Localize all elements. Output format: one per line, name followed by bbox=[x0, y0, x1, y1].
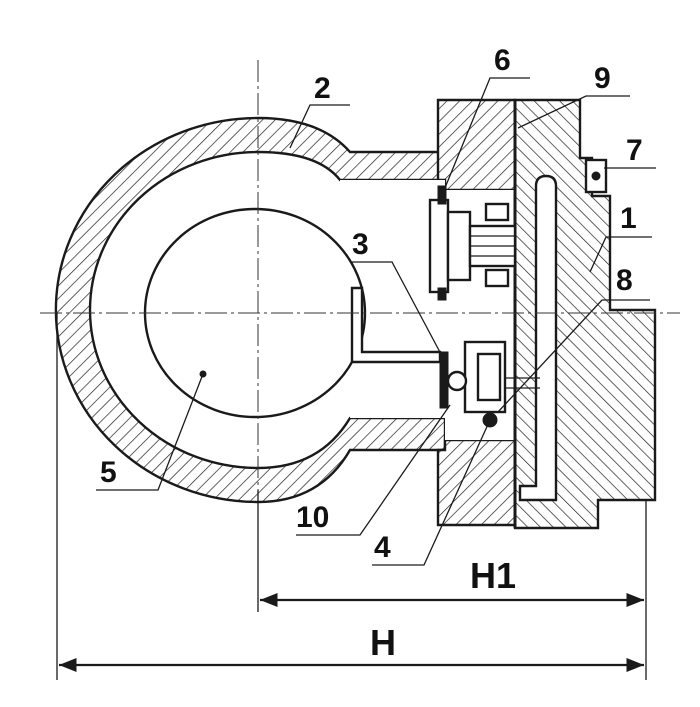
valve-seat-lower bbox=[439, 340, 540, 428]
valve-ball bbox=[446, 370, 468, 392]
part-number-4: 4 bbox=[374, 531, 391, 564]
callout-6: 6 bbox=[439, 44, 530, 201]
callout-1: 1 bbox=[589, 202, 652, 273]
body-flange-lower bbox=[436, 438, 517, 527]
valve-seat-upper bbox=[428, 185, 517, 301]
part-number-10: 10 bbox=[296, 501, 329, 534]
part-number-1: 1 bbox=[620, 202, 637, 235]
callout-8: 8 bbox=[497, 264, 650, 413]
part-number-5: 5 bbox=[100, 456, 117, 489]
callout-4: 4 bbox=[372, 419, 491, 566]
dimension-h1: H1 bbox=[257, 490, 647, 612]
callout-5: 5 bbox=[96, 373, 204, 491]
callout-3: 3 bbox=[352, 228, 443, 357]
callout-9: 9 bbox=[517, 62, 630, 129]
part-number-2: 2 bbox=[314, 72, 331, 105]
plug-center bbox=[591, 171, 601, 181]
callout-10: 10 bbox=[296, 404, 451, 536]
callout-2: 2 bbox=[289, 72, 350, 149]
dimension-h1-label: H1 bbox=[470, 555, 516, 596]
part-number-3: 3 bbox=[352, 228, 369, 261]
part-number-6: 6 bbox=[494, 44, 511, 77]
body-housing bbox=[54, 116, 447, 504]
dimension-h: H bbox=[56, 313, 647, 680]
part-number-7: 7 bbox=[626, 134, 643, 167]
callout-7: 7 bbox=[604, 134, 656, 169]
part-number-8: 8 bbox=[616, 264, 633, 297]
cover-channel bbox=[518, 174, 558, 502]
part-number-9: 9 bbox=[594, 62, 611, 95]
dimension-h-label: H bbox=[370, 622, 396, 663]
